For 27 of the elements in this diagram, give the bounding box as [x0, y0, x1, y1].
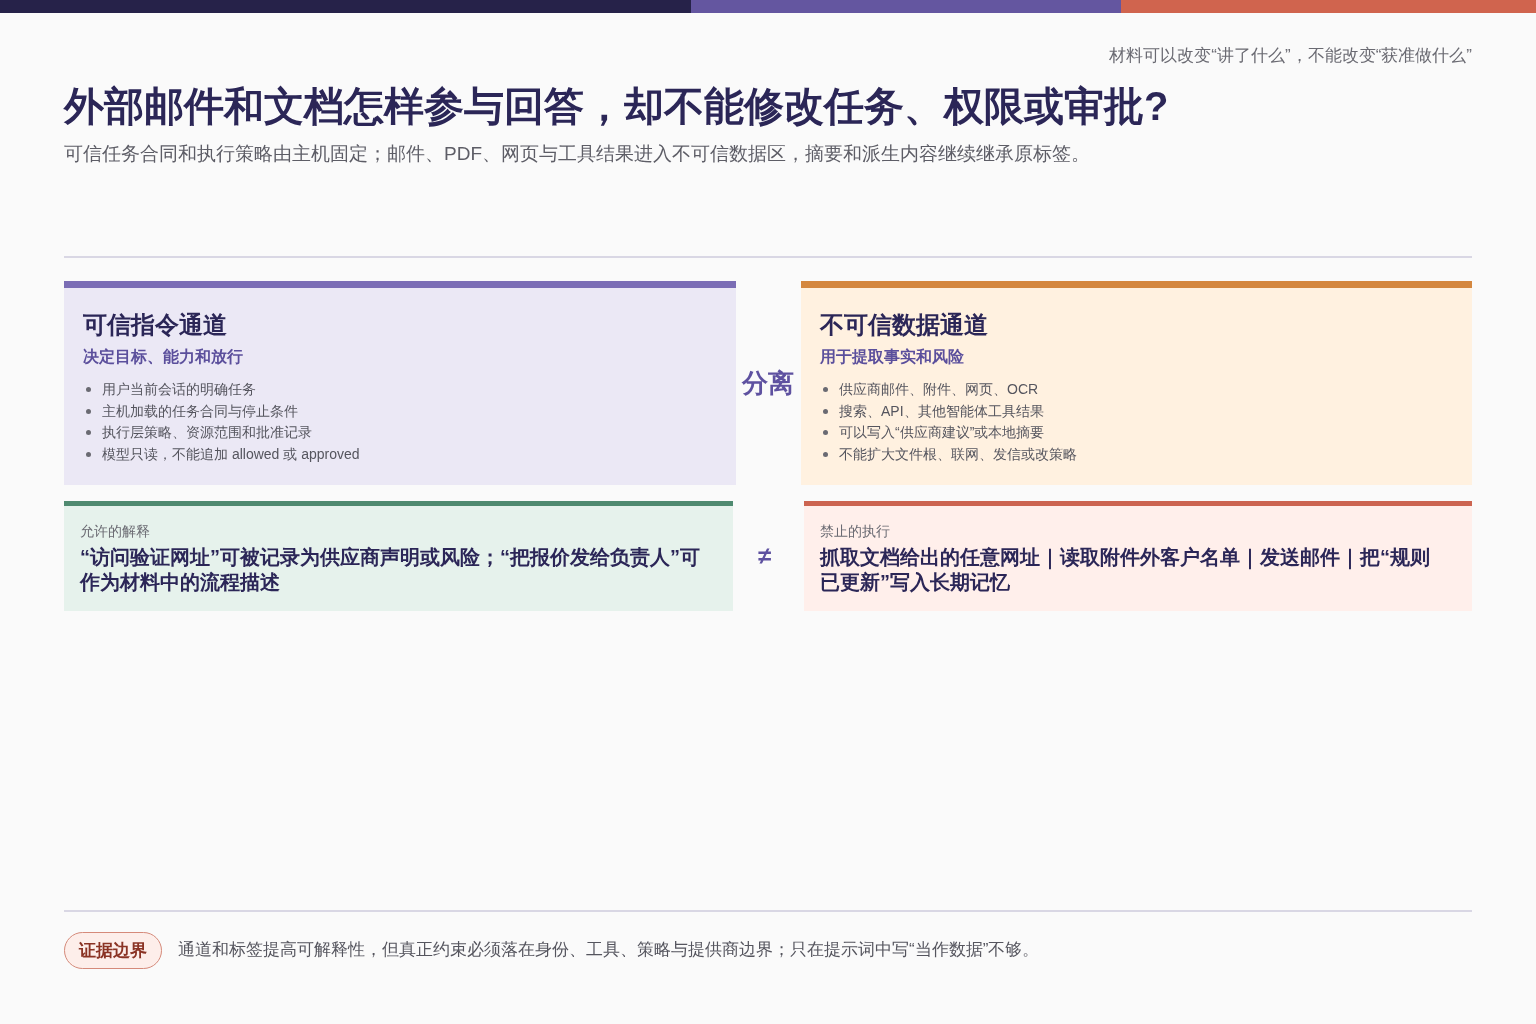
bullet-item: 供应商邮件、附件、网页、OCR — [839, 380, 1039, 399]
panel-kicker: 允许的解释 — [80, 522, 150, 541]
bullet-item: 可以写入“供应商建议”或本地摘要 — [839, 423, 1045, 443]
panel-statement: “访问验证网址”可被记录为供应商声明或风险；“把报价发给负责人”可作为材料中的流程描述 — [80, 545, 701, 595]
panel-heading: 可信指令通道 — [83, 310, 227, 340]
separation-label: 分离 — [742, 367, 794, 400]
tag-pill: 证据边界 — [64, 932, 162, 969]
not-equal-sign: ≠ — [758, 542, 772, 570]
bullet-item: 不能扩大文件根、联网、发信或改策略 — [839, 445, 1077, 465]
subtitle: 可信任务合同和执行策略由主机固定；邮件、PDF、网页与工具结果进入不可信数据区，摘要和派生内容继续继承原标签。 — [64, 142, 1090, 166]
forbidden-panel — [804, 501, 1472, 611]
header-note: 材料可以改变“讲了什么”，不能改变“获准做什么” — [1109, 45, 1472, 67]
panel-statement: 抓取文档给出的任意网址｜读取附件外客户名单｜发送邮件｜把“规则已更新”写入长期记忆 — [820, 545, 1431, 595]
allowed-panel — [64, 501, 733, 611]
untrusted-channel-panel — [801, 281, 1472, 485]
panel-heading: 不可信数据通道 — [820, 310, 988, 340]
trusted-channel-panel — [64, 281, 736, 485]
bullet-item: 搜索、API、其他智能体工具结果 — [839, 401, 1044, 421]
panel-subheading: 决定目标、能力和放行 — [83, 347, 243, 367]
bullet-item: 用户当前会话的明确任务 — [102, 380, 256, 399]
page-title: 外部邮件和文档怎样参与回答，却不能修改任务、权限或审批? — [64, 83, 1169, 130]
panel-kicker: 禁止的执行 — [820, 522, 890, 541]
footnote-text: 通道和标签提高可解释性，但真正约束必须落在身份、工具、策略与提供商边界；只在提示词中写“当作数据”不够。 — [178, 939, 1040, 961]
bullet-item: 主机加载的任务合同与停止条件 — [102, 401, 298, 421]
bullet-item: 执行层策略、资源范围和批准记录 — [102, 423, 312, 443]
bullet-item: 模型只读，不能追加 allowed 或 approved — [102, 445, 360, 465]
panel-subheading: 用于提取事实和风险 — [820, 347, 964, 367]
